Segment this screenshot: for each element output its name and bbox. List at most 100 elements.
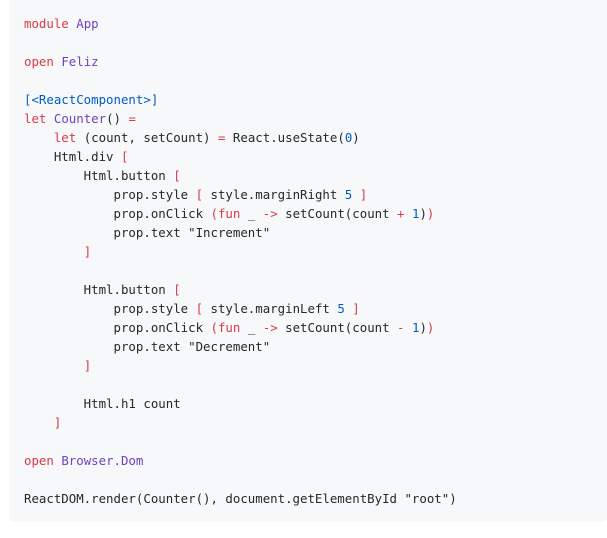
- code-token: [: [120, 149, 129, 164]
- code-token: fun: [217, 320, 241, 335]
- code-token: ->: [262, 320, 278, 335]
- code-line: prop.onClick (fun _ -> setCount(count - …: [24, 318, 457, 337]
- code-token: [24, 415, 54, 430]
- code-token: [: [173, 282, 181, 297]
- code-token: ]: [53, 415, 62, 430]
- code-block: module App​open Feliz​[<ReactComponent>]…: [9, 0, 607, 522]
- code-token: ): [449, 491, 457, 506]
- code-token: "Increment": [188, 225, 271, 240]
- code-token: [24, 244, 84, 259]
- code-token: (: [210, 320, 218, 335]
- code-token: [24, 130, 54, 145]
- code-token: =: [128, 111, 136, 126]
- code-token: ]: [83, 244, 92, 259]
- code-token: ): [352, 130, 360, 145]
- code-line: let (count, setCount) = React.useState(0…: [24, 128, 457, 147]
- code-line: Html.button [: [24, 166, 457, 185]
- code-token: _: [240, 320, 263, 335]
- code-token: 5: [337, 301, 345, 316]
- code-token: style.marginLeft: [203, 301, 338, 316]
- code-token: ): [426, 320, 435, 335]
- code-line: prop.style [ style.marginRight 5 ]: [24, 185, 457, 204]
- code-line: ]: [24, 242, 457, 261]
- code-token: open: [24, 54, 54, 69]
- code-token: 5: [344, 187, 353, 202]
- code-token: ): [426, 206, 435, 221]
- code-token: +: [397, 206, 405, 221]
- code-line: ​: [24, 261, 457, 280]
- code-line: open Browser.Dom: [24, 451, 457, 470]
- code-token: [24, 358, 84, 373]
- code-token: prop.text: [24, 339, 189, 354]
- code-token: fun: [217, 206, 241, 221]
- code-token: (): [106, 111, 129, 126]
- code-token: ): [419, 320, 427, 335]
- code-line: [<ReactComponent>]: [24, 90, 457, 109]
- code-token: setCount(count: [277, 206, 398, 221]
- code-token: setCount(count: [277, 320, 398, 335]
- code-token: [: [173, 168, 181, 183]
- code-token: ->: [262, 206, 278, 221]
- code-line: Html.div [: [24, 147, 457, 166]
- code-line: ​: [24, 375, 457, 394]
- code-token: Feliz: [61, 54, 99, 69]
- code-line: prop.style [ style.marginLeft 5 ]: [24, 299, 457, 318]
- code-token: ReactDOM.render(Counter(), document.getE…: [24, 491, 405, 506]
- code-token: -: [397, 320, 405, 335]
- code-token: Html.div: [24, 149, 121, 164]
- code-token: [352, 187, 359, 202]
- code-token: [: [195, 301, 204, 316]
- code-line: Html.h1 count: [24, 394, 457, 413]
- code-line: ]: [24, 356, 457, 375]
- code-line: open Feliz: [24, 52, 457, 71]
- code-token: prop.style: [24, 187, 196, 202]
- code-token: Html.h1 count: [24, 396, 181, 411]
- code-token: ]: [359, 187, 368, 202]
- code-line: ​: [24, 33, 457, 52]
- code-token: [46, 111, 53, 126]
- code-token: [: [195, 187, 204, 202]
- code-line: prop.onClick (fun _ -> setCount(count + …: [24, 204, 457, 223]
- code-line: ​: [24, 71, 457, 90]
- code-token: let: [24, 111, 47, 126]
- code-token: "root": [404, 491, 450, 506]
- code-line: module App: [24, 14, 457, 33]
- code-line: ]: [24, 413, 457, 432]
- code-line: prop.text "Decrement": [24, 337, 457, 356]
- code-token: [405, 320, 412, 335]
- code-token: (: [210, 206, 218, 221]
- code-lines: module App​open Feliz​[<ReactComponent>]…: [24, 14, 457, 508]
- code-token: App: [76, 16, 99, 31]
- code-token: ): [419, 206, 427, 221]
- code-token: Html.button: [24, 168, 174, 183]
- code-line: let Counter() =: [24, 109, 457, 128]
- code-token: 1: [411, 320, 420, 335]
- code-token: style.marginRight: [203, 187, 345, 202]
- code-token: (count, setCount): [76, 130, 218, 145]
- code-token: =: [217, 130, 226, 145]
- code-token: module: [24, 16, 69, 31]
- code-token: 1: [411, 206, 420, 221]
- code-token: Counter: [53, 111, 107, 126]
- code-line: Html.button [: [24, 280, 457, 299]
- code-token: ]: [83, 358, 92, 373]
- code-token: [405, 206, 412, 221]
- code-token: React.useState(: [225, 130, 345, 145]
- code-token: _: [240, 206, 263, 221]
- code-line: ​: [24, 432, 457, 451]
- code-line: ​: [24, 470, 457, 489]
- code-token: ]: [352, 301, 360, 316]
- code-token: prop.onClick: [24, 320, 211, 335]
- code-token: open: [24, 453, 54, 468]
- code-line: prop.text "Increment": [24, 223, 457, 242]
- code-token: Browser.Dom: [61, 453, 144, 468]
- code-token: "Decrement": [188, 339, 271, 354]
- code-line: ReactDOM.render(Counter(), document.getE…: [24, 489, 457, 508]
- code-token: [<ReactComponent>]: [24, 92, 159, 107]
- code-token: 0: [344, 130, 353, 145]
- code-token: prop.onClick: [24, 206, 211, 221]
- code-token: prop.style: [24, 301, 196, 316]
- code-token: Html.button: [24, 282, 174, 297]
- code-token: prop.text: [24, 225, 189, 240]
- code-token: let: [53, 130, 77, 145]
